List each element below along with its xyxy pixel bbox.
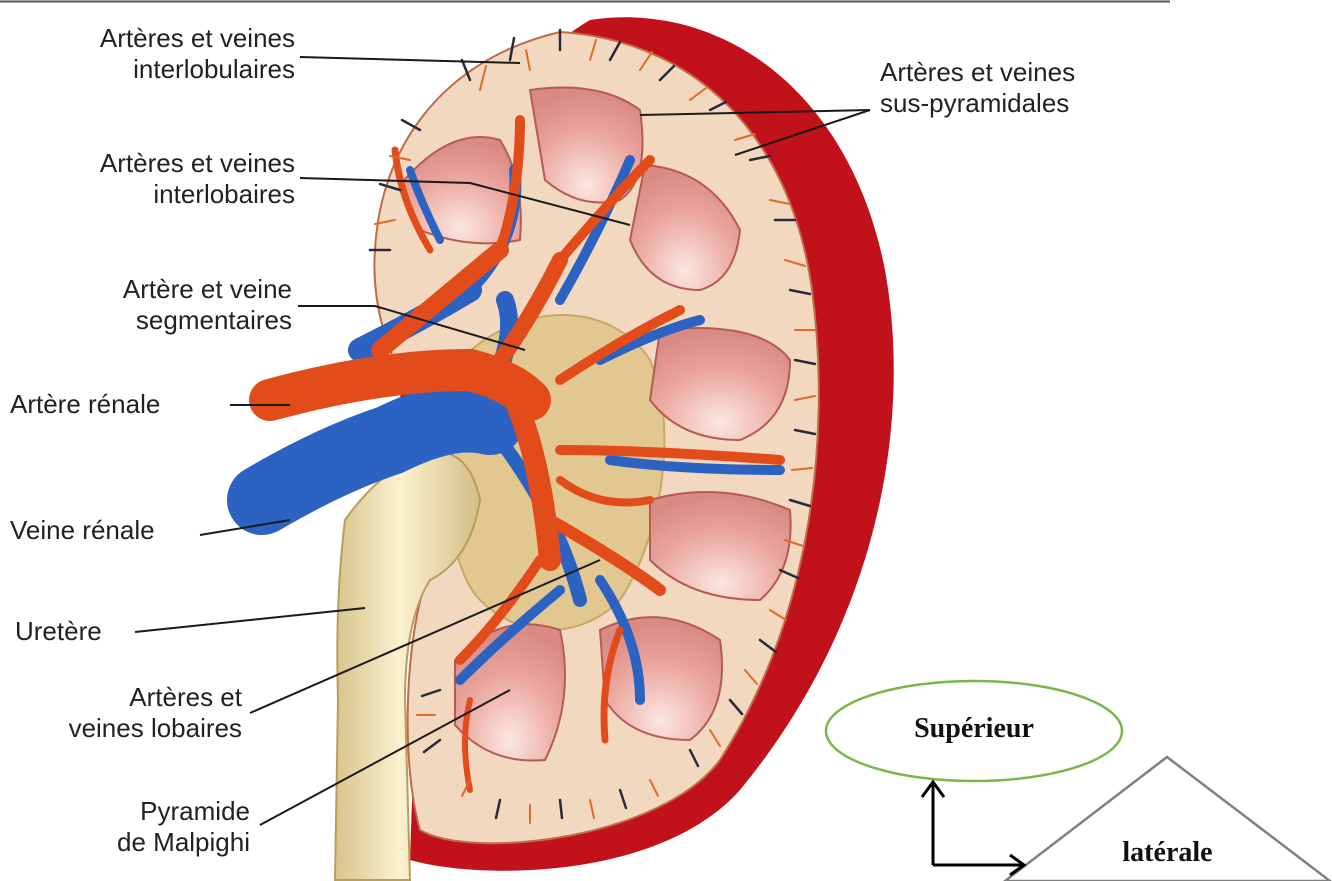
orientation-lateral-label: latérale xyxy=(1095,837,1240,869)
label-lobaires: Artères et veines lobaires xyxy=(20,682,242,744)
label-interlobaires: Artères et veines interlobaires xyxy=(20,148,295,210)
label-lobaires-line2: veines lobaires xyxy=(20,713,242,744)
orientation-arrows xyxy=(922,782,1024,875)
leader-uretere xyxy=(135,608,365,632)
label-segmentaires: Artère et veine segmentaires xyxy=(20,274,292,336)
label-interlobulaires-line1: Artères et veines xyxy=(20,23,295,54)
label-pyramide-line2: de Malpighi xyxy=(20,827,250,858)
label-veine-renale: Veine rénale xyxy=(10,515,155,546)
label-suspyramidales-line1: Artères et veines xyxy=(880,57,1140,88)
label-artere-renale: Artère rénale xyxy=(10,389,160,420)
label-interlobulaires: Artères et veines interlobulaires xyxy=(20,23,295,85)
orientation-superior-label: Supérieur xyxy=(826,713,1122,745)
label-pyramide-line1: Pyramide xyxy=(20,796,250,827)
label-suspyramidales: Artères et veines sus-pyramidales xyxy=(880,57,1140,119)
label-pyramide: Pyramide de Malpighi xyxy=(20,796,250,858)
label-interlobulaires-line2: interlobulaires xyxy=(20,54,295,85)
label-segmentaires-line1: Artère et veine xyxy=(20,274,292,305)
label-interlobaires-line2: interlobaires xyxy=(20,179,295,210)
label-lobaires-line1: Artères et xyxy=(20,682,242,713)
label-segmentaires-line2: segmentaires xyxy=(20,305,292,336)
label-interlobaires-line1: Artères et veines xyxy=(20,148,295,179)
label-uretere: Uretère xyxy=(15,616,102,647)
label-suspyramidales-line2: sus-pyramidales xyxy=(880,88,1140,119)
